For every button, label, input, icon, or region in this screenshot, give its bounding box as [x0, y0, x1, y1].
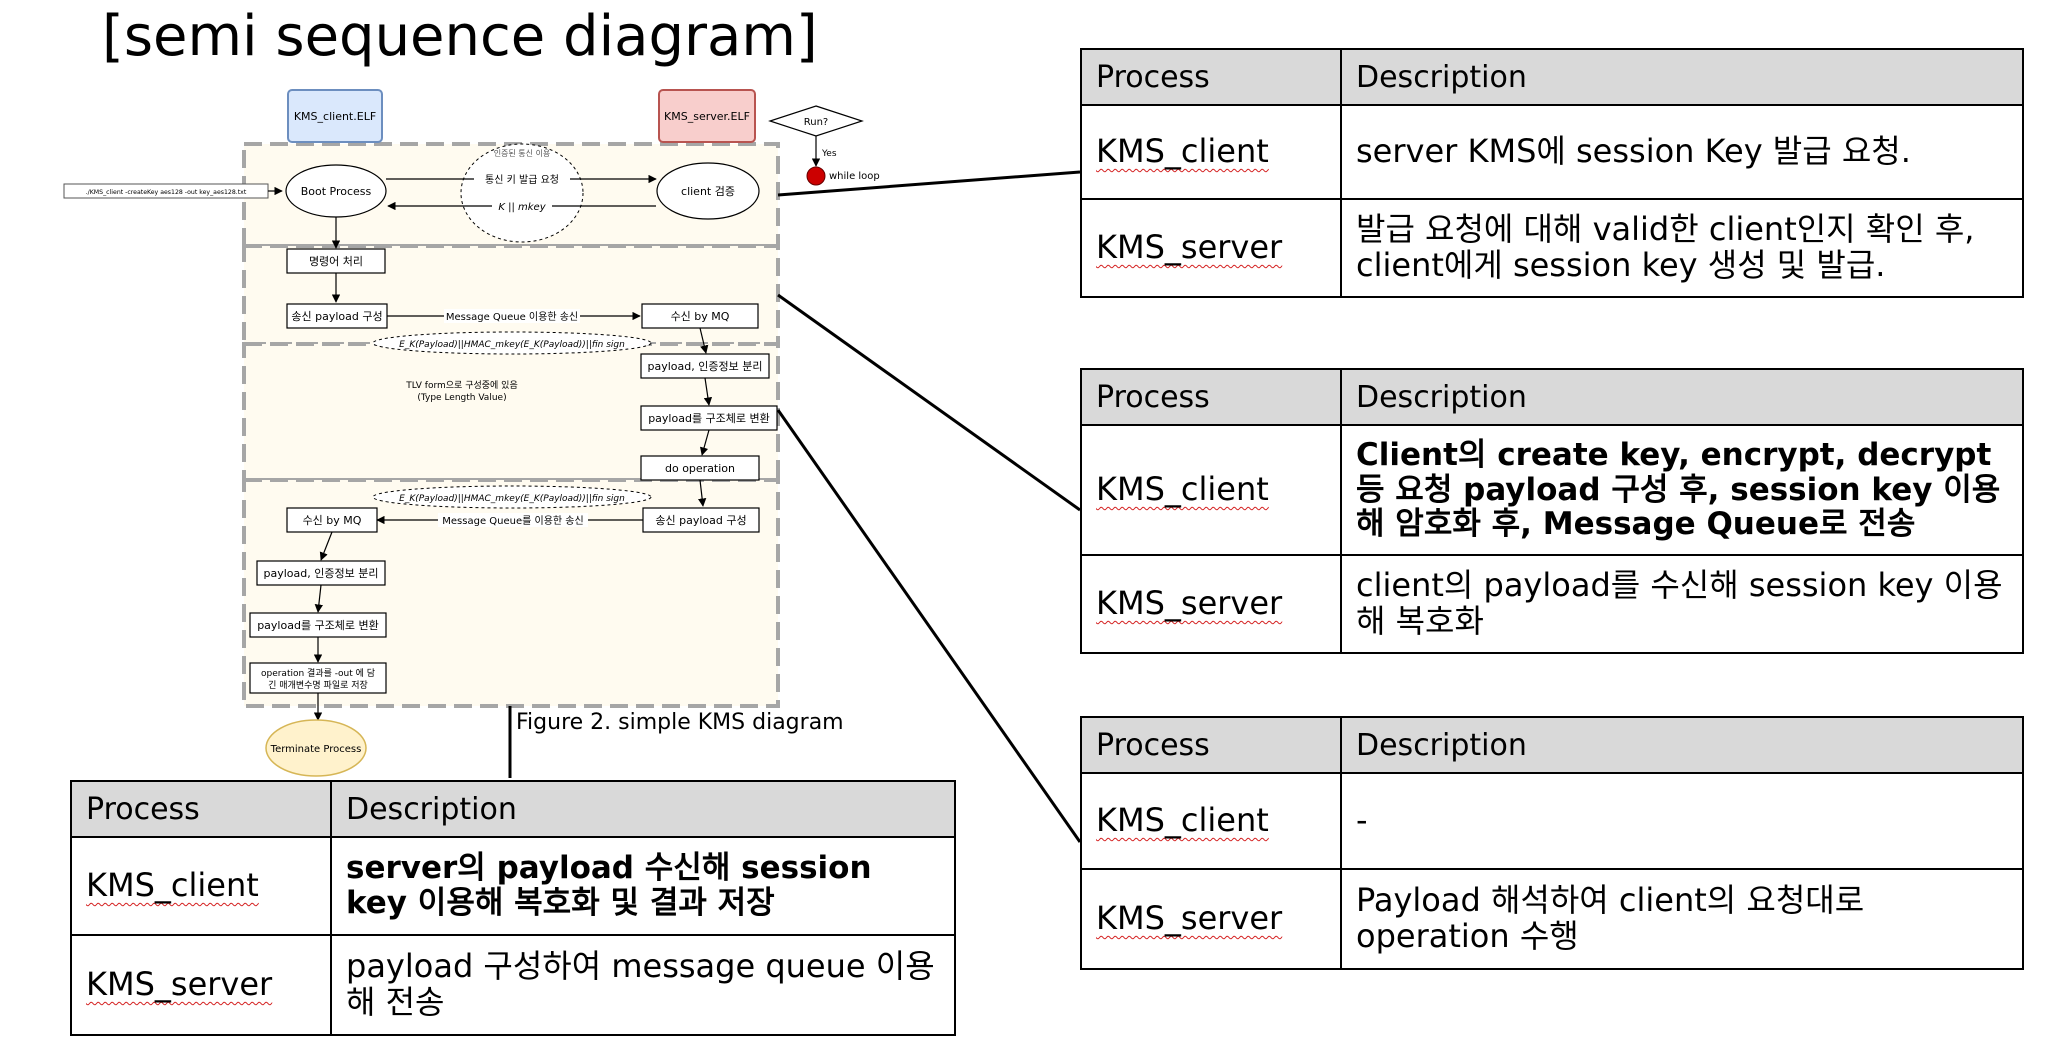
description-table-3: Process Description KMS_client - KMS_ser… — [1080, 716, 2024, 970]
to-struct2-label: payload를 구조체로 변환 — [257, 619, 379, 632]
formula-2-text: E_K(Payload)||HMAC_mkey(E_K(Payload))||f… — [399, 494, 625, 504]
header-process: Process — [1080, 368, 1342, 426]
header-process: Process — [70, 780, 332, 838]
split-auth-box — [640, 353, 770, 379]
process-description: Payload 해석하여 client의 요청대로 operation 수행 — [1340, 868, 2024, 970]
process-description: 발급 요청에 대해 valid한 client인지 확인 후, client에게… — [1340, 198, 2024, 298]
cmd-process-label: 명령어 처리 — [309, 255, 363, 268]
process-description: client의 payload를 수신해 session key 이용해 복호화 — [1340, 554, 2024, 654]
client-elf-box — [287, 89, 383, 143]
description-table-2: Process Description KMS_client Client의 c… — [1080, 368, 2024, 654]
split-auth2-label: payload, 인증정보 분리 — [264, 567, 379, 580]
process-name: KMS_client — [1096, 132, 1269, 171]
tlv-note-2: (Type Length Value) — [417, 393, 506, 403]
recv-mq2-label: 수신 by MQ — [303, 514, 362, 527]
command-text: ./KMS_client -createKey aes128 -out key_… — [86, 189, 247, 196]
connector-table-1 — [777, 170, 1081, 197]
process-name: KMS_client — [1096, 470, 1269, 509]
header-description: Description — [1340, 48, 2024, 106]
figure-caption: Figure 2. simple KMS diagram — [516, 710, 844, 735]
key-request-label: 통신 키 발급 요청 — [485, 174, 559, 186]
recv-mq-label: 수신 by MQ — [671, 310, 730, 323]
process-name: KMS_client — [1096, 801, 1269, 840]
process-name: KMS_server — [1096, 899, 1283, 938]
header-process: Process — [1080, 48, 1342, 106]
secure-channel — [460, 143, 584, 243]
split-auth2-box — [256, 560, 386, 586]
process-name: KMS_server — [1096, 228, 1283, 267]
header-description: Description — [330, 780, 956, 838]
header-description: Description — [1340, 716, 2024, 774]
split-auth-label: payload, 인증정보 분리 — [648, 360, 763, 373]
formula-2 — [372, 485, 652, 509]
k-mkey-label: K || mkey — [498, 202, 546, 213]
loop-indicator — [806, 166, 826, 186]
process-description: payload 구성하여 message queue 이용해 전송 — [330, 934, 956, 1036]
header-process: Process — [1080, 716, 1342, 774]
server-elf-label: KMS_server.ELF — [664, 110, 750, 123]
while-loop-label: while loop — [829, 171, 880, 182]
formula-1-text: E_K(Payload)||HMAC_mkey(E_K(Payload))||f… — [399, 340, 625, 350]
terminate-label: Terminate Process — [270, 744, 362, 755]
yes-label: Yes — [821, 149, 837, 159]
secure-channel-label: 인증된 통신 이용 — [494, 148, 551, 158]
header-description: Description — [1340, 368, 2024, 426]
send-payload2-box — [642, 507, 760, 533]
terminate-process — [265, 719, 367, 777]
do-operation-label: do operation — [665, 462, 735, 475]
process-description: Client의 create key, encrypt, decrypt 등 요… — [1340, 424, 2024, 556]
save-result-line1: operation 결과를 -out 에 담 — [261, 667, 375, 679]
client-verify — [656, 162, 760, 220]
server-elf-box — [658, 89, 756, 143]
process-description: server의 payload 수신해 session key 이용해 복호화 … — [330, 836, 956, 936]
description-table-4: Process Description KMS_client server의 p… — [70, 780, 956, 1036]
process-name: KMS_server — [86, 965, 273, 1004]
description-table-1: Process Description KMS_client server KM… — [1080, 48, 2024, 298]
process-name: KMS_server — [1096, 584, 1283, 623]
connector-table-3 — [776, 409, 1082, 843]
process-name: KMS_client — [86, 866, 259, 905]
mq-send-label: Message Queue 이용한 송신 — [446, 311, 578, 323]
client-elf-label: KMS_client.ELF — [294, 110, 376, 123]
process-description: server KMS에 session Key 발급 요청. — [1340, 104, 2024, 200]
formula-1 — [372, 331, 652, 355]
recv-mq-box — [641, 303, 759, 329]
tlv-note-1: TLV form으로 구성중에 있음 — [405, 379, 518, 391]
send-payload2-label: 송신 payload 구성 — [655, 514, 746, 527]
save-result-line2: 긴 매개변수명 파일로 저장 — [268, 680, 368, 691]
mq-send2-label: Message Queue를 이용한 송신 — [442, 515, 583, 527]
to-struct-box — [640, 405, 778, 431]
run-label: Run? — [804, 117, 828, 128]
process-description: - — [1340, 772, 2024, 870]
boot-process-label: Boot Process — [301, 185, 372, 198]
connector-table-2 — [777, 293, 1081, 512]
page-title: [semi sequence diagram] — [102, 4, 818, 69]
send-payload-label: 송신 payload 구성 — [291, 310, 382, 323]
client-verify-label: client 검증 — [681, 185, 735, 198]
to-struct-label: payload를 구조체로 변환 — [648, 412, 770, 425]
